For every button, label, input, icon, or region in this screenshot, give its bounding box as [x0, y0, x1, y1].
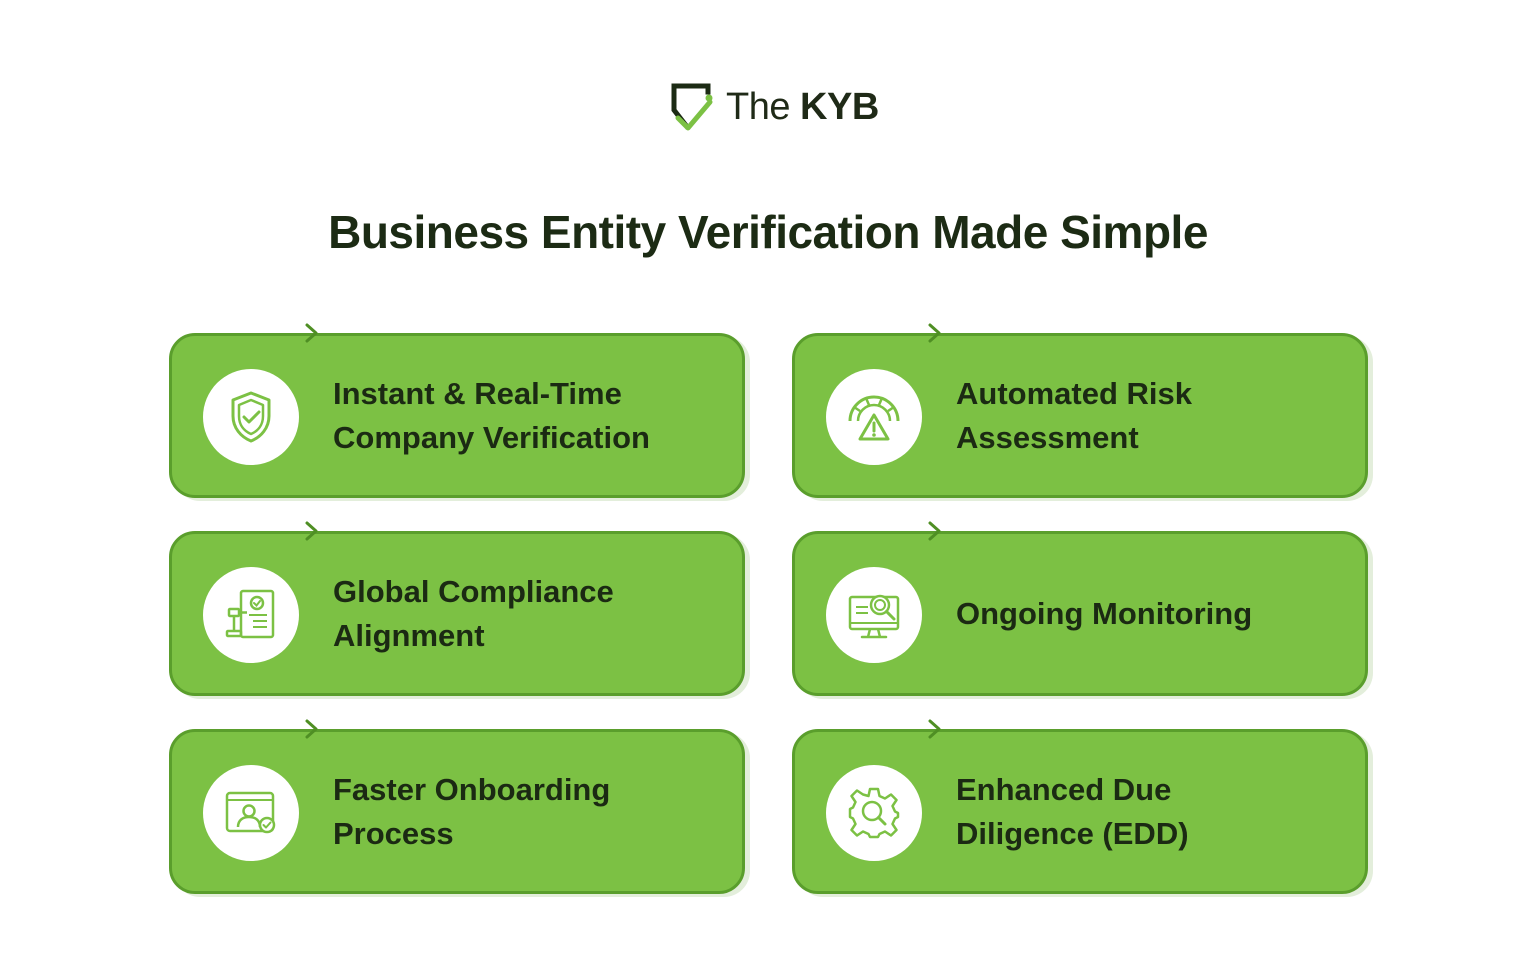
risk-gauge-warning-icon — [826, 369, 922, 465]
shield-check-icon — [203, 369, 299, 465]
feature-label: Enhanced Due Diligence (EDD) — [956, 771, 1189, 851]
logo-wordmark: The KYB — [726, 88, 879, 126]
chevron-right-icon — [305, 719, 318, 739]
logo-shield-icon — [671, 83, 713, 131]
logo-word-kyb: KYB — [800, 86, 879, 128]
feature-card-risk-assessment: Automated Risk Assessment — [792, 323, 1368, 498]
chevron-right-icon — [928, 521, 941, 541]
user-profile-check-icon — [203, 765, 299, 861]
feature-label: Faster Onboarding Process — [333, 771, 611, 851]
gavel-document-icon — [203, 567, 299, 663]
chevron-right-icon — [928, 323, 941, 343]
feature-label: Ongoing Monitoring — [956, 595, 1253, 631]
feature-card-global-compliance: Global Compliance Alignment — [169, 521, 745, 696]
feature-card-instant-verification: Instant & Real-Time Company Verification — [169, 323, 745, 498]
monitor-magnifier-icon — [826, 567, 922, 663]
chevron-right-icon — [305, 521, 318, 541]
feature-label: Automated Risk Assessment — [956, 375, 1192, 455]
page-title: Business Entity Verification Made Simple — [328, 206, 1208, 258]
brand-logo: The KYB — [668, 80, 879, 134]
chevron-right-icon — [305, 323, 318, 343]
feature-card-enhanced-due-diligence: Enhanced Due Diligence (EDD) — [792, 719, 1368, 894]
feature-card-ongoing-monitoring: Ongoing Monitoring — [792, 521, 1368, 696]
logo-word-the: The — [726, 86, 790, 128]
chevron-right-icon — [928, 719, 941, 739]
gear-search-icon — [826, 765, 922, 861]
feature-label: Global Compliance Alignment — [333, 573, 614, 653]
feature-label: Instant & Real-Time Company Verification — [333, 375, 650, 455]
feature-card-faster-onboarding: Faster Onboarding Process — [169, 719, 745, 894]
